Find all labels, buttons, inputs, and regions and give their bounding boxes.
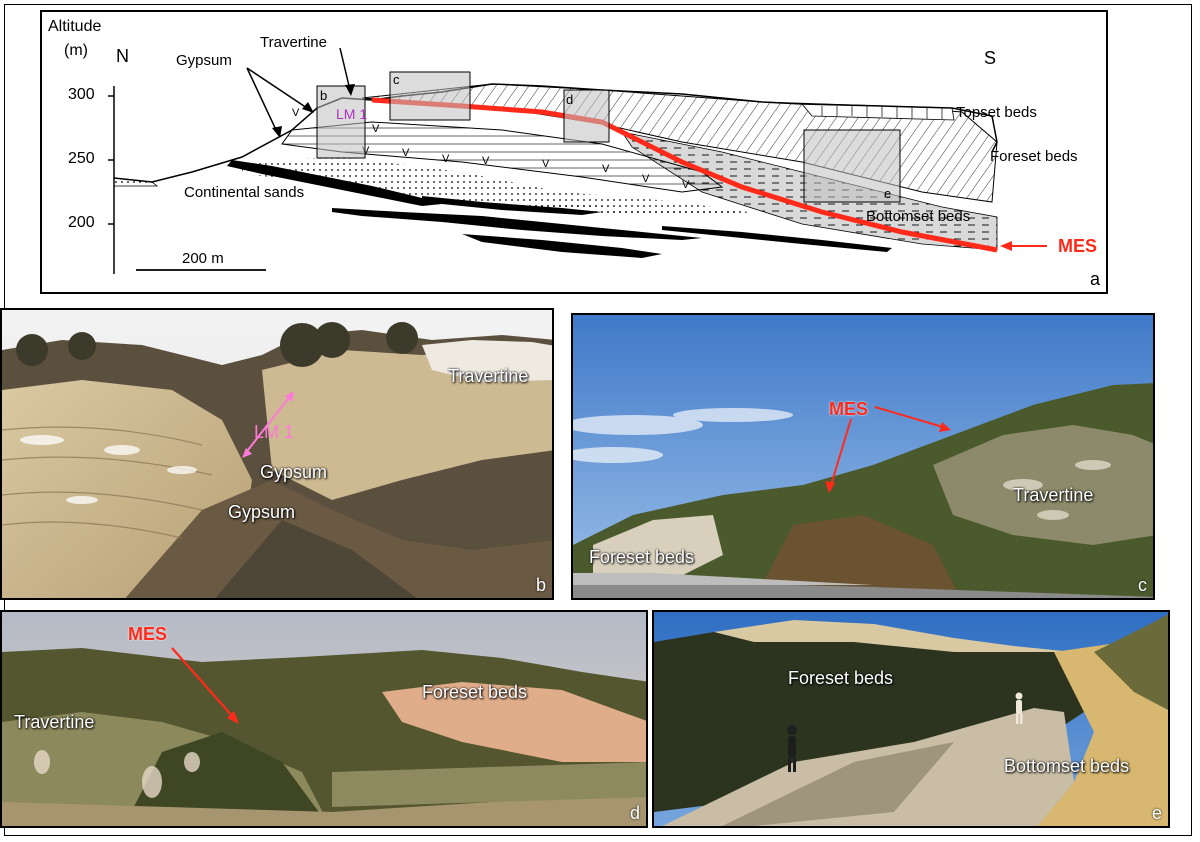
label-topset: Topset beds xyxy=(956,104,1037,121)
north-label: N xyxy=(116,46,129,66)
panel-e-photo: Foreset beds Bottomset beds e xyxy=(652,610,1170,828)
svg-text:V: V xyxy=(542,158,550,170)
b-label-travertine: Travertine xyxy=(448,366,529,386)
svg-text:V: V xyxy=(482,155,490,167)
label-mes: MES xyxy=(1058,236,1098,256)
panel-d-letter: d xyxy=(629,803,640,823)
svg-text:V: V xyxy=(602,163,610,175)
label-lm1: LM 1 xyxy=(336,106,368,122)
y-tick-300: 300 xyxy=(68,86,95,103)
d-label-foreset: Foreset beds xyxy=(422,682,528,702)
box-e-letter: e xyxy=(884,186,892,201)
y-tick-250: 250 xyxy=(68,150,95,167)
c-label-foreset: Foreset beds xyxy=(589,547,695,567)
panel-c-photo: MES Travertine Foreset beds c xyxy=(571,313,1155,600)
b-label-lm1: LM 1 xyxy=(254,422,295,442)
panel-b-photo: Travertine LM 1 Gypsum Gypsum b xyxy=(0,308,554,600)
y-tick-200: 200 xyxy=(68,214,95,231)
label-bottomset: Bottomset beds xyxy=(866,208,971,225)
svg-text:V: V xyxy=(642,173,650,185)
box-c-letter: c xyxy=(393,72,400,87)
svg-text:V: V xyxy=(292,107,300,119)
label-continental-sands: Continental sands xyxy=(184,184,305,201)
altitude-label: Altitude xyxy=(48,18,102,35)
svg-text:V: V xyxy=(372,123,380,135)
box-d-letter: d xyxy=(566,92,574,107)
panel-d-photo: MES Travertine Foreset beds d xyxy=(0,610,648,828)
photo-b-illustration xyxy=(2,310,552,598)
panel-e-letter: e xyxy=(1151,803,1162,823)
panel-b-letter: b xyxy=(535,575,546,595)
box-b-marker xyxy=(316,85,366,159)
photo-e-illustration xyxy=(654,612,1168,826)
c-label-travertine: Travertine xyxy=(1013,485,1094,505)
scale-bar-label: 200 m xyxy=(182,250,224,267)
e-label-foreset: Foreset beds xyxy=(788,668,894,688)
unit-label: (m) xyxy=(64,42,88,59)
south-label: S xyxy=(984,48,997,68)
box-b-letter: b xyxy=(320,88,328,103)
label-gypsum: Gypsum xyxy=(176,52,232,69)
d-label-mes: MES xyxy=(128,624,168,644)
b-label-gypsum-upper: Gypsum xyxy=(260,462,328,482)
b-label-gypsum-lower: Gypsum xyxy=(228,502,296,522)
svg-text:V: V xyxy=(682,179,690,191)
label-foreset: Foreset beds xyxy=(990,148,1078,165)
panel-c-letter: c xyxy=(1138,575,1147,595)
svg-text:V: V xyxy=(442,153,450,165)
label-travertine: Travertine xyxy=(260,34,327,51)
box-e-marker xyxy=(803,129,901,203)
panel-a-letter: a xyxy=(1089,269,1100,289)
box-d-marker xyxy=(563,89,610,143)
d-label-travertine: Travertine xyxy=(14,712,95,732)
e-label-bottomset: Bottomset beds xyxy=(1004,756,1130,776)
box-c-marker xyxy=(389,71,471,121)
svg-text:V: V xyxy=(402,147,410,159)
mes-surface-line xyxy=(371,97,998,253)
svg-text:V: V xyxy=(362,145,370,157)
c-label-mes: MES xyxy=(829,399,869,419)
photo-c-illustration xyxy=(573,315,1153,598)
photo-d-illustration xyxy=(2,612,646,826)
